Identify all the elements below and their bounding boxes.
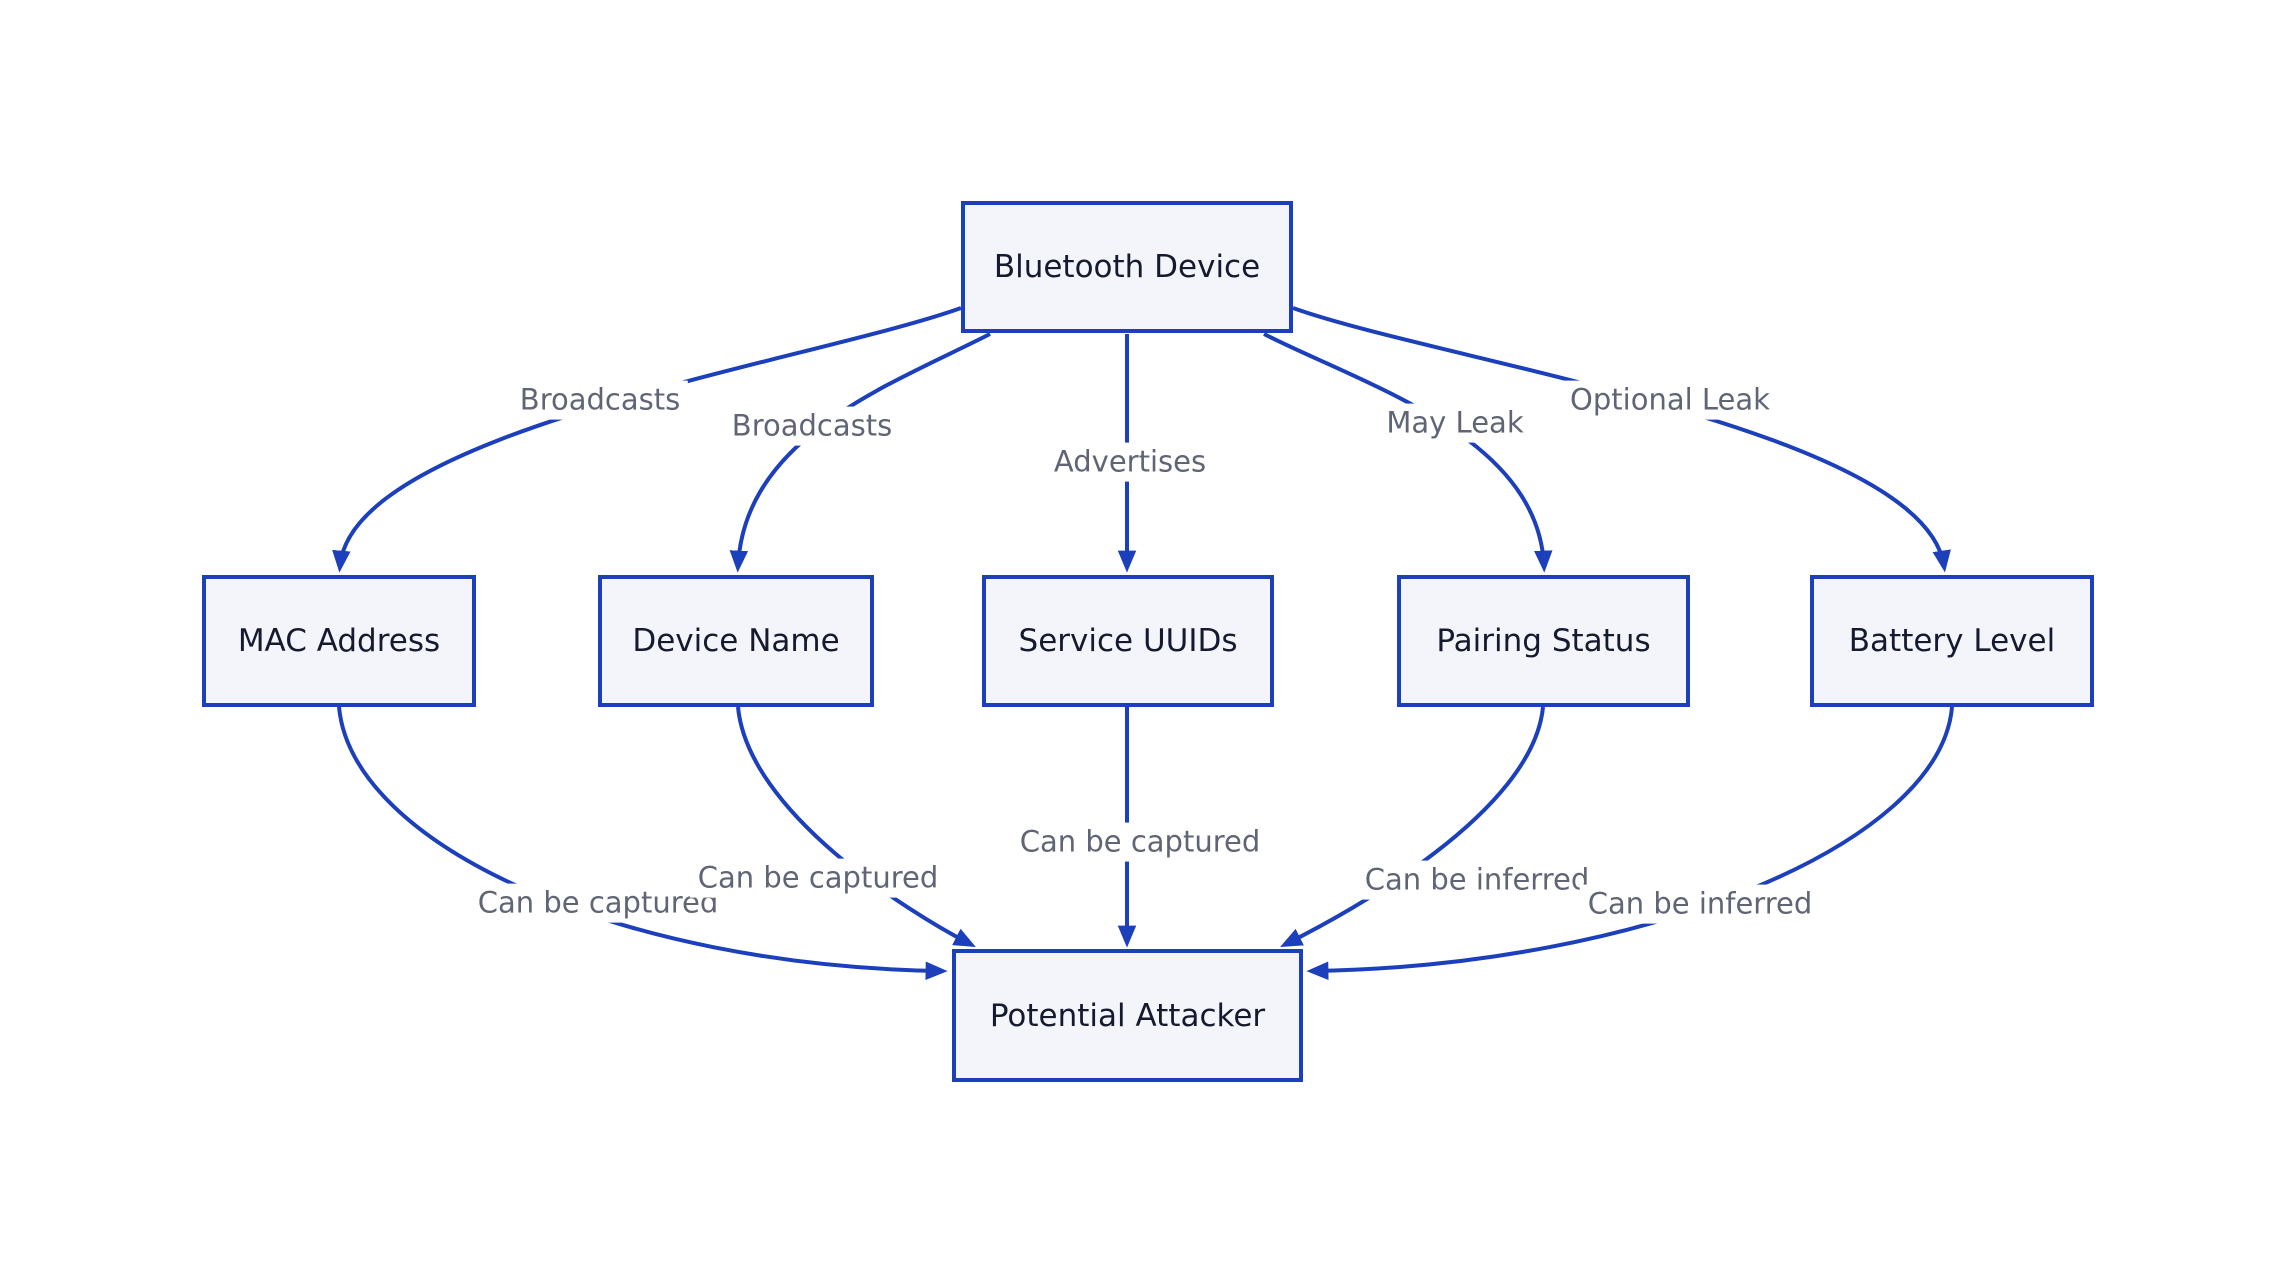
edge-label-broadcasts-1: Broadcasts [511,380,689,420]
node-mac-address-label: MAC Address [237,623,441,659]
edge-device-name-to-potential-attacker [736,706,976,948]
node-bluetooth-device-label: Bluetooth Device [993,249,1261,285]
node-battery-level: Battery Level [1810,575,2094,707]
edge-bluetooth-device-to-pairing-status [1263,332,1553,573]
edge-label-can-be-captured-3: Can be captured [1011,822,1269,862]
node-battery-level-label: Battery Level [1848,623,2056,659]
edge-label-can-be-inferred-1: Can be inferred [1356,860,1598,900]
edge-label-can-be-captured-1: Can be captured [469,883,727,923]
edge-battery-level-to-potential-attacker [1306,706,1954,980]
node-potential-attacker: Potential Attacker [952,949,1303,1082]
node-device-name: Device Name [598,575,874,707]
edge-label-optional-leak: Optional Leak [1562,380,1778,420]
node-mac-address: MAC Address [202,575,476,707]
edge-label-broadcasts-2: Broadcasts [723,406,901,446]
node-pairing-status: Pairing Status [1397,575,1690,707]
node-potential-attacker-label: Potential Attacker [989,997,1266,1034]
edge-bluetooth-device-to-device-name [729,332,991,573]
edge-label-may-leak: May Leak [1378,403,1532,443]
edge-pairing-status-to-potential-attacker [1280,706,1545,947]
node-bluetooth-device: Bluetooth Device [961,201,1293,333]
edge-label-advertises: Advertises [1045,442,1215,482]
node-pairing-status-label: Pairing Status [1436,623,1651,659]
node-service-uuids-label: Service UUIDs [1018,623,1238,659]
edge-mac-address-to-potential-attacker [337,706,948,980]
node-service-uuids: Service UUIDs [982,575,1274,707]
edge-label-can-be-captured-2: Can be captured [689,858,947,898]
node-device-name-label: Device Name [632,623,840,659]
edge-label-can-be-inferred-2: Can be inferred [1579,884,1821,924]
